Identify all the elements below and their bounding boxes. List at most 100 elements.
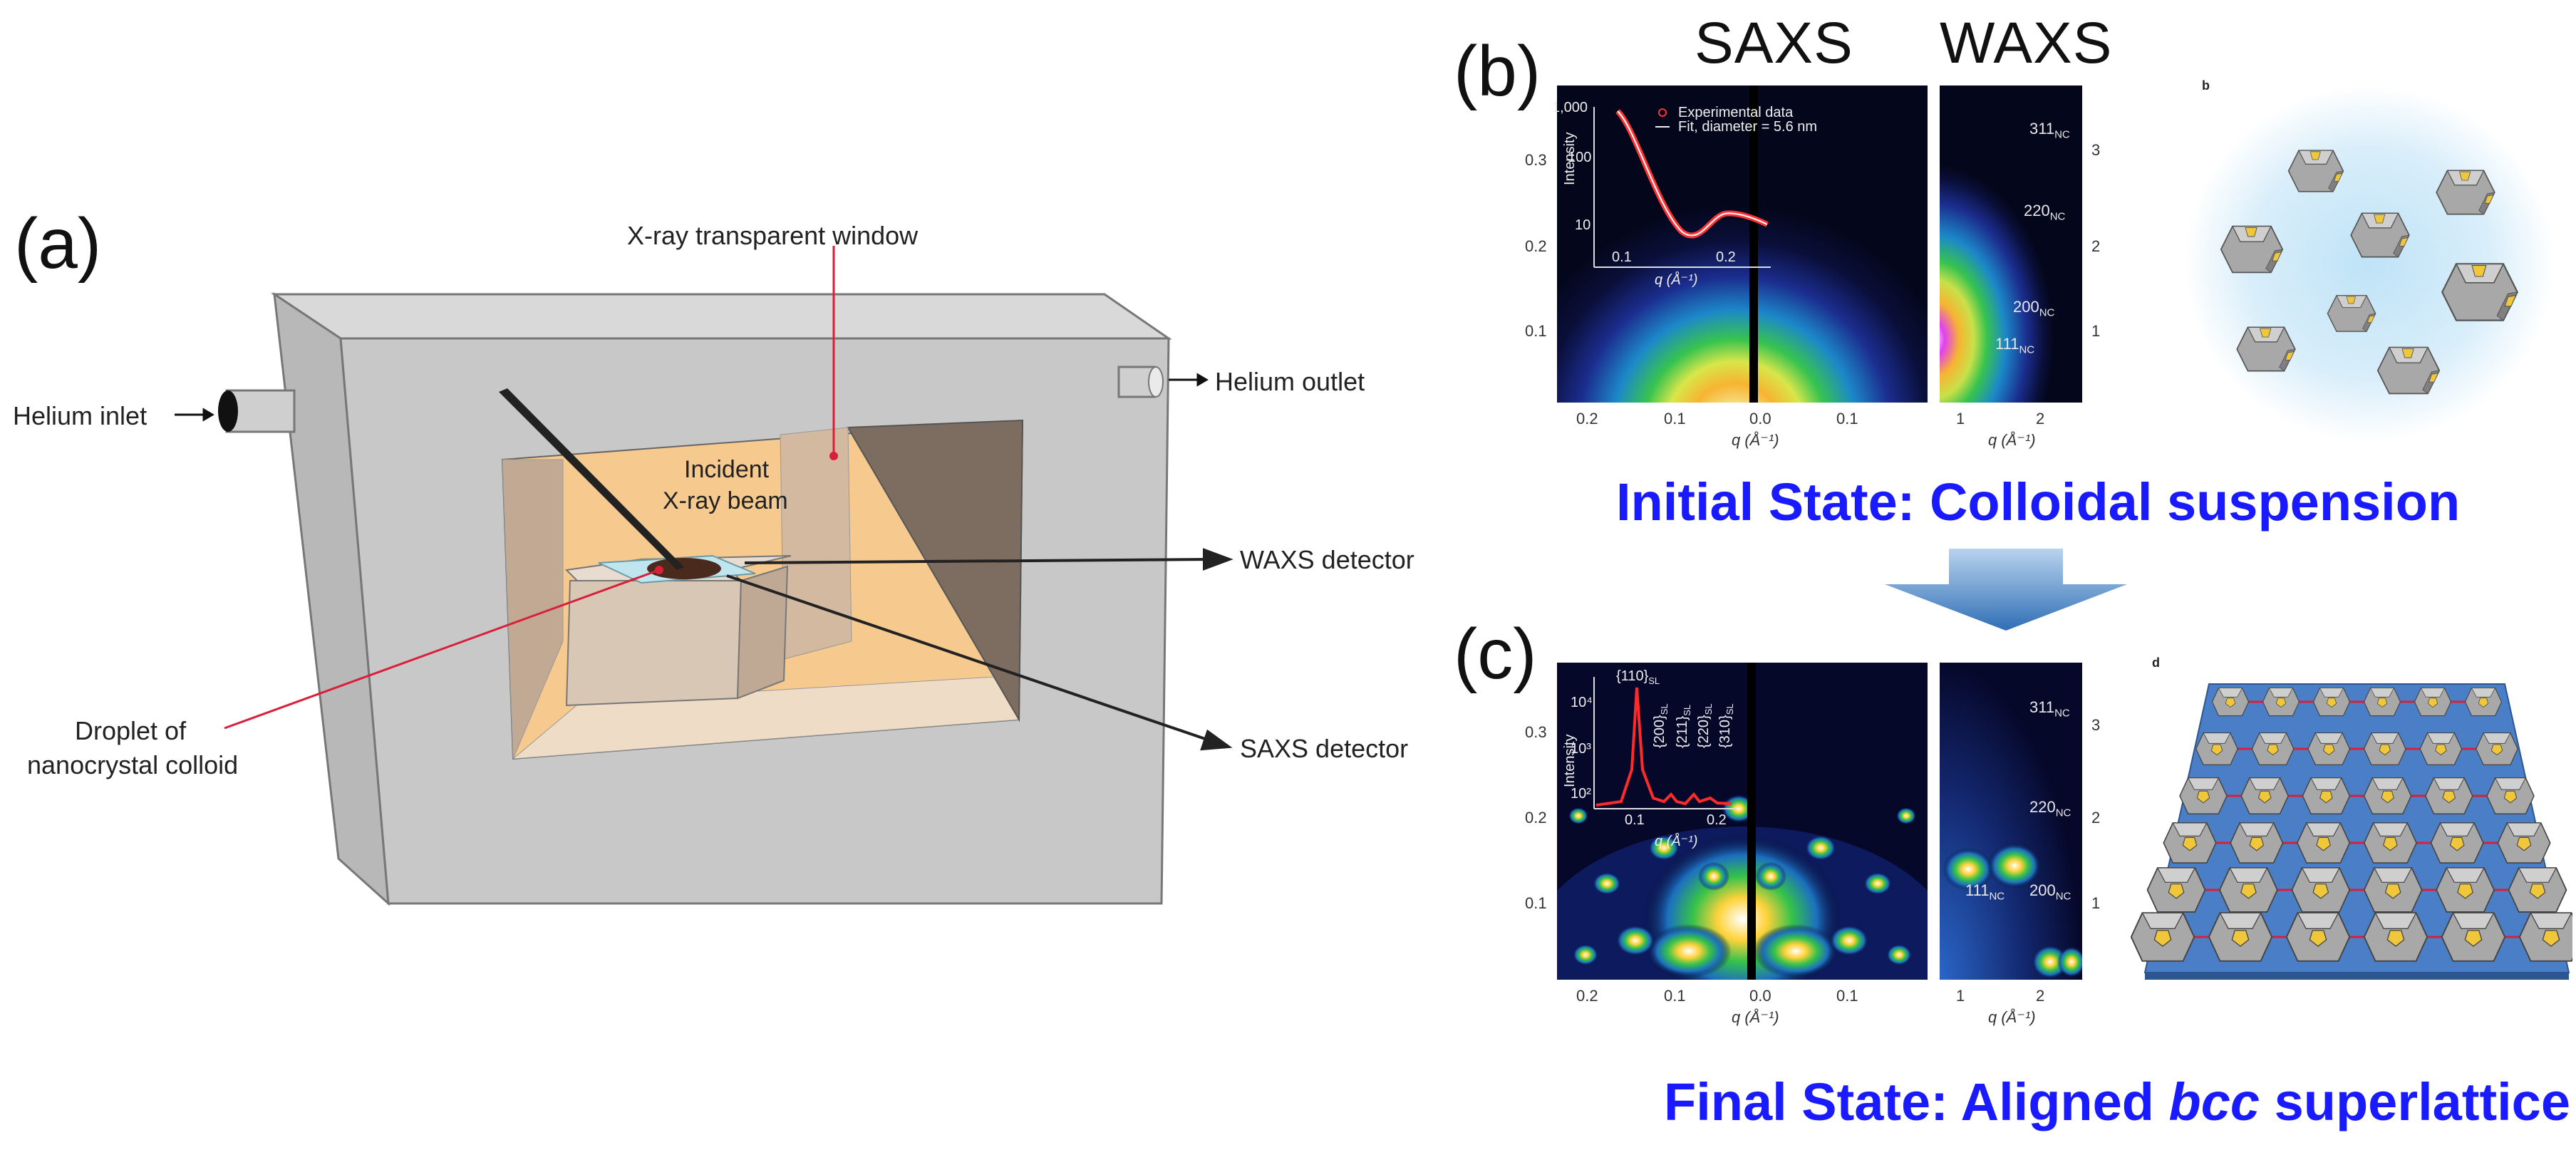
beam-label-line1: Incident (684, 456, 770, 483)
waxs-ytick-1-b: 1 (2091, 322, 2101, 340)
helium-inlet-label: Helium inlet (13, 401, 148, 430)
lattice-nanocrystal (2195, 732, 2238, 766)
lattice-nanocrystal (2302, 777, 2351, 814)
waxs-peak-200-c: 200NC (2029, 881, 2071, 903)
saxs-ytick-02-c: 0.2 (1525, 809, 1547, 827)
lattice-nanocrystal (2230, 822, 2284, 864)
saxs-xtick-4-c: 0.1 (1836, 987, 1858, 1005)
panel-b-label: (b) (1454, 31, 1541, 111)
inset-xlabel-b: q (Å⁻¹) (1655, 272, 1698, 288)
lattice-nanocrystal (2430, 822, 2484, 864)
saxs-xtick-1-c: 0.2 (1576, 987, 1598, 1005)
lattice-nanocrystal (2219, 867, 2278, 913)
lattice-nanocrystal (2486, 777, 2535, 814)
lattice-nanocrystal (2464, 687, 2503, 717)
inset-peak-220: {220}SL (1696, 703, 1714, 748)
lattice-nanocrystal (2208, 912, 2273, 962)
waxs-ytick-3-b: 3 (2091, 141, 2101, 159)
saxs-xtick-3-c: 0.0 (1749, 987, 1771, 1005)
lattice-nanocrystal (2363, 687, 2401, 717)
beam-label-line2: X-ray beam (663, 487, 788, 514)
waxs-xlabel-c: q (Å⁻¹) (1988, 1008, 2036, 1026)
waxs-peak-200-b: 200NC (2013, 298, 2055, 319)
saxs-xlabel-b: q (Å⁻¹) (1732, 431, 1779, 449)
waxs-xtick-2-c: 2 (2036, 987, 2045, 1005)
inset-ytick-1e3: 10³ (1571, 741, 1591, 757)
saxs-inset-curve-b (1593, 107, 1771, 268)
droplet-label-line1: Droplet of (75, 716, 187, 745)
inset-xtick-01-c: 0.1 (1625, 812, 1645, 828)
inset-xlabel-c: q (Å⁻¹) (1655, 834, 1698, 849)
initial-state-caption: Initial State: Colloidal suspension (1616, 472, 2461, 532)
helium-outlet-arrow (1169, 373, 1209, 387)
lattice-nanocrystal (2262, 687, 2300, 717)
waxs-peak-311-c: 311NC (2029, 698, 2070, 720)
saxs-ytick-03-b: 0.3 (1525, 151, 1547, 169)
saxs-pattern-final (1557, 663, 1928, 980)
waxs-peak-220-b: 220NC (2024, 202, 2066, 223)
waxs-peak-311-b: 311NC (2029, 120, 2070, 141)
inset-xtick-01-b: 0.1 (1612, 249, 1632, 265)
inset-legend-fit: Fit, diameter = 5.6 nm (1678, 119, 1818, 135)
lattice-nanocrystal (2240, 777, 2289, 814)
lattice-nanocrystal (2211, 687, 2250, 717)
lattice-nanocrystal (2363, 777, 2412, 814)
inset-ytick-1e2: 10² (1571, 786, 1591, 802)
lattice-nanocrystal (2312, 687, 2351, 717)
lattice-nanocrystal (2476, 732, 2518, 766)
final-state-caption: Final State: Aligned bcc superlattice (1664, 1072, 2570, 1131)
droplet-label-line2: nanocrystal colloid (27, 750, 239, 779)
lattice-nanocrystal (2441, 912, 2506, 962)
inset-legend-data: Experimental data (1678, 105, 1794, 120)
inset-ytick-100: 100 (1568, 150, 1592, 165)
lattice-nanocrystal (2497, 822, 2551, 864)
sample-stage-side (736, 565, 789, 700)
window-left-panel (502, 459, 564, 760)
lattice-nanocrystal (2291, 867, 2351, 913)
saxs-xlabel-c: q (Å⁻¹) (1732, 1008, 1779, 1026)
sample-stage-front (565, 580, 743, 707)
waxs-arrow (744, 548, 1233, 571)
waxs-title: WAXS (1940, 11, 2113, 76)
sketch-label-b: b (2202, 78, 2210, 93)
waxs-peak-220-c: 220NC (2029, 798, 2071, 819)
waxs-detector-label: WAXS detector (1240, 545, 1414, 574)
inset-peak-110: {110}SL (1616, 668, 1660, 686)
lattice-nanocrystal (2307, 732, 2351, 766)
waxs-map-final (1940, 663, 2082, 980)
saxs-ytick-01-c: 0.1 (1525, 894, 1547, 912)
waxs-xtick-2-b: 2 (2036, 410, 2045, 428)
saxs-detector-label: SAXS detector (1240, 734, 1409, 763)
chamber-top-face (271, 293, 1172, 340)
panel-a-label: (a) (14, 204, 102, 284)
waxs-xlabel-b: q (Å⁻¹) (1988, 431, 2036, 449)
waxs-ytick-2-b: 2 (2091, 237, 2101, 255)
transition-arrow (1885, 549, 2127, 631)
waxs-pattern-final (1940, 663, 2082, 980)
inset-xtick-02-c: 0.2 (1707, 812, 1727, 828)
lattice-nanocrystal (2363, 732, 2406, 766)
window-back-panel (780, 427, 852, 660)
lattice-nanocrystal (2425, 777, 2473, 814)
saxs-map-final (1557, 663, 1928, 980)
lattice-nanocrystal (2518, 912, 2572, 962)
lattice-nanocrystal (2508, 867, 2567, 913)
helium-outlet-label: Helium outlet (1215, 367, 1365, 396)
waxs-ytick-3-c: 3 (2091, 716, 2101, 734)
inset-ytick-1000: 1,000 (1552, 100, 1588, 115)
saxs-ytick-03-c: 0.3 (1525, 723, 1547, 741)
helium-inlet-pipe (218, 389, 296, 433)
superlattice-sketch (2131, 683, 2572, 980)
waxs-ytick-2-c: 2 (2091, 809, 2101, 827)
inset-ytick-1e4: 10⁴ (1571, 695, 1593, 710)
window-right-inner (847, 419, 1024, 722)
droplet (647, 558, 721, 579)
saxs-xtick-2-c: 0.1 (1664, 987, 1686, 1005)
lattice-nanocrystal (2363, 867, 2423, 913)
inset-xtick-02-b: 0.2 (1716, 249, 1736, 265)
inset-peak-211: {211}SL (1675, 704, 1692, 748)
chamber-schematic (175, 246, 1233, 906)
lattice-nanocrystal (2436, 867, 2495, 913)
lattice-nanocrystal (2363, 822, 2417, 864)
saxs-ytick-02-b: 0.2 (1525, 237, 1547, 255)
